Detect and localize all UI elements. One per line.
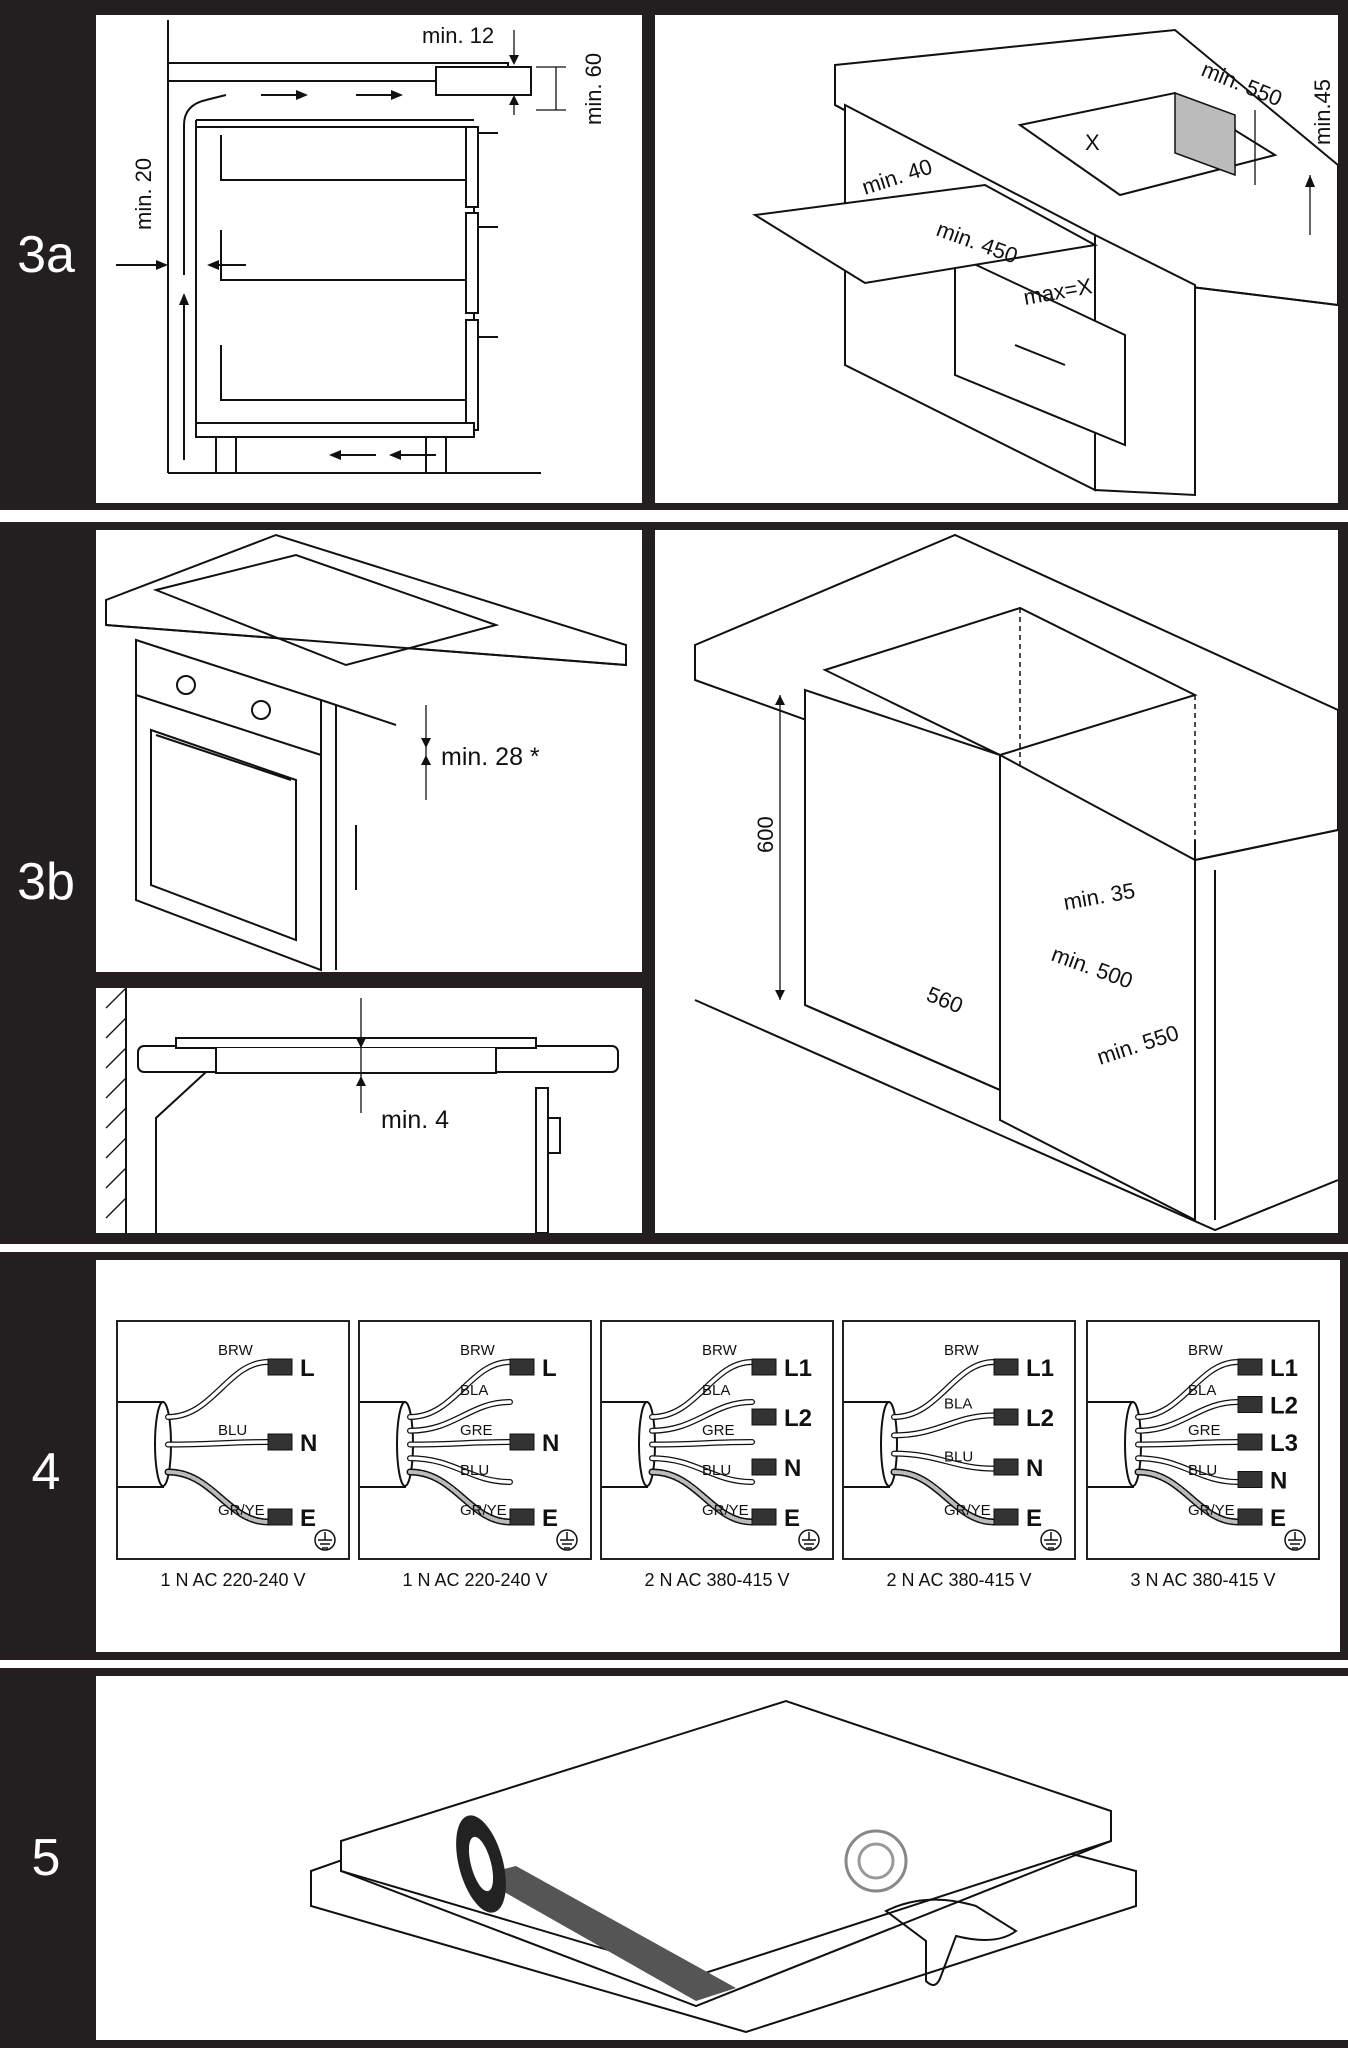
section-3a: 3a — [0, 0, 1348, 510]
wire-label: BRW — [702, 1342, 738, 1359]
wire-label: BRW — [944, 1342, 980, 1359]
wire-label: BLU — [218, 1422, 247, 1439]
wire-label: BLA — [702, 1382, 730, 1399]
wiring-caption-3: 2 N AC 380-415 V — [644, 1570, 790, 1590]
figure-3b-oven-under-counter: min. 28 * — [96, 530, 642, 972]
terminal-label: L — [542, 1355, 557, 1382]
wire-label: BLU — [1188, 1462, 1217, 1479]
terminal-label: L1 — [784, 1355, 812, 1382]
figure-3a-side-section: min. 20 min. 12 min. 60 — [96, 15, 642, 503]
wire-label: GR/YE — [460, 1502, 507, 1519]
terminal-label: N — [784, 1455, 801, 1482]
terminal-label: N — [300, 1430, 317, 1457]
ground-icon — [1284, 1529, 1306, 1551]
wire-label: BLU — [702, 1462, 731, 1479]
dim-600: 600 — [753, 816, 778, 853]
section-label-5: 5 — [31, 1829, 61, 1887]
wire-label: BRW — [1188, 1342, 1224, 1359]
ground-icon — [1040, 1529, 1062, 1551]
ground-icon — [556, 1529, 578, 1551]
dim-min12: min. 12 — [422, 23, 494, 48]
wire-label: BRW — [218, 1342, 254, 1359]
ground-icon — [798, 1529, 820, 1551]
wire-label: GRE — [460, 1422, 493, 1439]
terminal-label: E — [542, 1505, 558, 1532]
dim-min20: min. 20 — [131, 158, 156, 230]
terminal-label: E — [300, 1505, 316, 1532]
wire-label: BLU — [460, 1462, 489, 1479]
wire-label: BLA — [944, 1395, 972, 1412]
wiring-caption-5: 3 N AC 380-415 V — [1130, 1570, 1276, 1590]
section-label-3b: 3b — [17, 853, 75, 911]
dim-min45: min.45 — [1310, 79, 1335, 145]
wire-label: BLA — [460, 1382, 488, 1399]
terminal-label: L — [300, 1355, 315, 1382]
wiring-caption-1: 1 N AC 220-240 V — [160, 1570, 306, 1590]
wire-label: GRE — [702, 1422, 735, 1439]
section-5: 5 — [0, 1668, 1348, 2048]
terminal-label: L2 — [1270, 1393, 1298, 1420]
terminal-label: L1 — [1026, 1355, 1054, 1382]
wire-label: GR/YE — [218, 1502, 265, 1519]
wire-label: GR/YE — [1188, 1502, 1235, 1519]
figure-5-seal-application — [96, 1676, 1348, 2040]
ground-icon — [314, 1529, 336, 1551]
section-3b: 3b min. 28 * — [0, 522, 1348, 1244]
wire-label: GRE — [1188, 1422, 1221, 1439]
terminal-label: N — [1026, 1455, 1043, 1482]
terminal-label: L1 — [1270, 1355, 1298, 1382]
section-label-3a: 3a — [17, 226, 75, 284]
section-label-4: 4 — [31, 1443, 61, 1501]
dim-min4: min. 4 — [381, 1106, 449, 1134]
wiring-diagram-1: BRW BLU GR/YE L N E — [116, 1320, 350, 1560]
wiring-diagram-2: BRW BLA GRE BLU GR/YE L N E — [358, 1320, 592, 1560]
wire-label: BLU — [944, 1449, 973, 1466]
terminal-label: N — [542, 1430, 559, 1457]
terminal-label: N — [1270, 1468, 1287, 1495]
terminal-label: L2 — [1026, 1405, 1054, 1432]
wire-label: BLA — [1188, 1382, 1216, 1399]
terminal-label: E — [784, 1505, 800, 1532]
wire-label: BRW — [460, 1342, 496, 1359]
dim-min60: min. 60 — [581, 53, 606, 125]
terminal-label: E — [1270, 1505, 1286, 1532]
figure-3b-builtin-cabinet: 600 min. 35 min. 500 560 min. 550 — [655, 530, 1338, 1233]
dim-x: X — [1085, 130, 1100, 155]
terminal-label: L2 — [784, 1405, 812, 1432]
wire-label: GR/YE — [944, 1502, 991, 1519]
wire-label: GR/YE — [702, 1502, 749, 1519]
figure-3a-cabinet-perspective: X min. 550 min.45 min. 40 min. 450 max=X — [655, 15, 1338, 503]
terminal-label: E — [1026, 1505, 1042, 1532]
figure-3b-hob-section: min. 4 — [96, 988, 642, 1233]
terminal-label: L3 — [1270, 1430, 1298, 1457]
wiring-caption-2: 1 N AC 220-240 V — [402, 1570, 548, 1590]
dim-min28: min. 28 * — [441, 743, 540, 771]
wiring-caption-4: 2 N AC 380-415 V — [886, 1570, 1032, 1590]
